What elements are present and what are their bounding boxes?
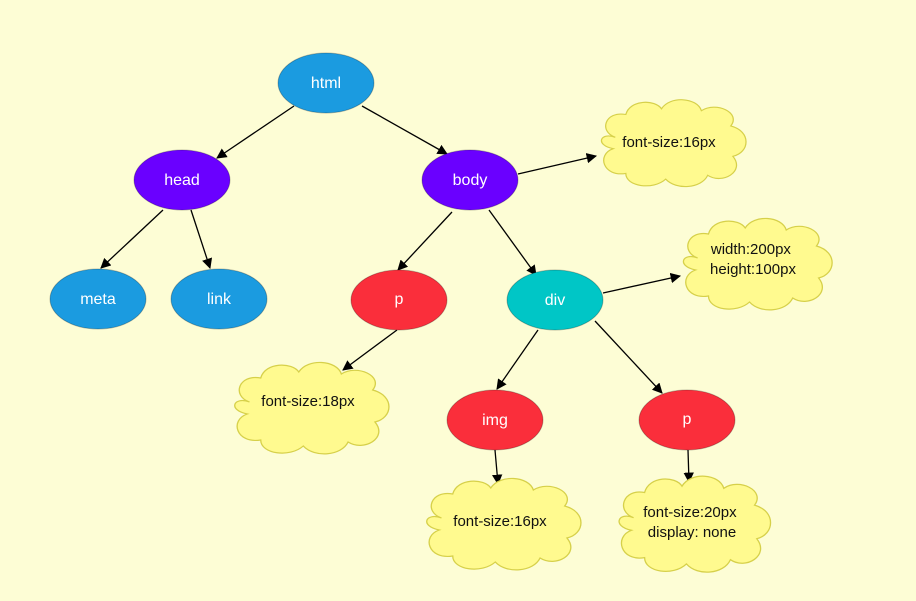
node-p2: p <box>638 389 736 451</box>
cloud-text-p1-style: font-size:18px <box>261 393 355 410</box>
cloud-line: font-size:16px <box>622 134 716 151</box>
node-link-shape <box>170 268 268 330</box>
edge-p-style <box>342 329 398 371</box>
edge-p2-style <box>683 449 694 484</box>
cloud-line: font-size:18px <box>261 393 355 410</box>
edges <box>100 105 694 486</box>
node-img: img <box>446 389 544 451</box>
cloud-text-img-style: font-size:16px <box>453 513 547 530</box>
cloud-line: display: none <box>648 524 736 541</box>
edge-div-style <box>602 272 682 294</box>
node-meta-shape <box>49 268 147 330</box>
edge-body-p <box>397 211 453 271</box>
edge-img-style <box>491 449 503 486</box>
cloud-text-body-style: font-size:16px <box>622 134 716 151</box>
node-html-label: html <box>311 75 341 92</box>
node-p1: p <box>350 269 448 331</box>
edge-html-head <box>216 105 295 159</box>
edge-body-style <box>517 153 598 175</box>
node-meta: meta <box>49 268 147 330</box>
node-div: div <box>506 269 604 331</box>
edge-head-link <box>190 209 213 269</box>
node-head: head <box>133 149 231 211</box>
cloud-text-p2-style: font-size:20px display: none <box>643 504 741 541</box>
cloud-line: font-size:20px <box>643 504 737 521</box>
node-p1-shape <box>350 269 448 331</box>
edge-head-meta <box>100 209 164 269</box>
node-div-shape <box>506 269 604 331</box>
node-link-label: link <box>207 291 232 308</box>
node-p2-shape <box>638 389 736 451</box>
node-img-label: img <box>482 412 508 429</box>
node-p1-label: p <box>395 291 404 308</box>
node-img-shape <box>446 389 544 451</box>
cloud-line: width:200px <box>710 241 792 258</box>
cloud-line: height:100px <box>710 261 796 278</box>
cloud-line: font-size:16px <box>453 513 547 530</box>
node-meta-label: meta <box>80 291 116 308</box>
edge-div-img <box>496 329 539 390</box>
node-head-shape <box>133 149 231 211</box>
cloud-text-div-style: width:200px height:100px <box>710 241 797 278</box>
node-link: link <box>170 268 268 330</box>
node-head-label: head <box>164 172 200 189</box>
node-html-shape <box>277 52 375 114</box>
edge-body-div <box>488 209 537 276</box>
node-p2-label: p <box>683 411 692 428</box>
edge-html-body <box>361 105 448 155</box>
node-body-label: body <box>453 172 488 189</box>
node-body: body <box>421 149 519 211</box>
edge-div-p <box>594 320 663 394</box>
node-div-label: div <box>545 292 565 309</box>
node-body-shape <box>421 149 519 211</box>
node-html: html <box>277 52 375 114</box>
